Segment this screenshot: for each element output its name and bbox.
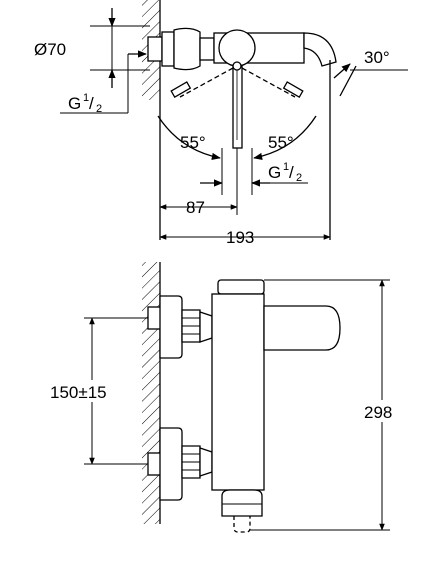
cap-nut-top (173, 27, 201, 71)
thread-bottom-sup: 1 (283, 161, 289, 173)
lever-angle-left-label: 55° (180, 133, 206, 152)
lever-angle-right-label: 55° (268, 133, 294, 152)
thread-bottom-prefix: G (268, 163, 281, 182)
lever-ghost-left-end (170, 81, 192, 98)
lever-pivot (232, 61, 242, 71)
lever-hub-top (218, 29, 256, 67)
eccentric-top (199, 37, 215, 61)
thread-left-sub: 2 (96, 103, 102, 115)
outlet-stub (233, 516, 251, 533)
thread-left-slash: / (89, 94, 94, 113)
diameter-label: Ø70 (34, 40, 66, 59)
lower-eccentric (199, 447, 213, 477)
wall-hatch-front (142, 262, 160, 524)
lower-rosette (159, 427, 183, 501)
dim-298-label: 298 (364, 403, 392, 422)
front-view (84, 262, 390, 533)
lever-ghost-right-end (282, 81, 304, 98)
spout-angle-arrow (333, 63, 351, 79)
dim-150-label: 150±15 (50, 383, 107, 402)
thread-left-label: G 1 / 2 (68, 92, 102, 115)
thread-left-sup: 1 (83, 92, 89, 104)
mixer-body-front (211, 293, 265, 491)
dim-298-label-bg (362, 400, 404, 422)
spout-angle-label: 30° (364, 48, 390, 67)
dim-87-label: 87 (186, 198, 205, 217)
spout-top (303, 32, 337, 67)
inlet-pipe-top (147, 36, 163, 62)
diverter-base (221, 489, 263, 517)
top-view (60, 0, 408, 240)
body-top-cap (217, 279, 265, 295)
spout-front (263, 305, 341, 351)
spout-angle-leg (339, 65, 357, 97)
thread-bottom-slash: / (289, 163, 294, 182)
upper-rosette (159, 295, 183, 359)
lever-ghost-right (241, 67, 296, 98)
lever-top (232, 65, 243, 149)
dim-150-label-bg (48, 380, 134, 402)
lever-ghost-left (179, 67, 234, 98)
angle-arc-right (253, 115, 317, 160)
upper-eccentric (199, 311, 213, 343)
thread-bottom-label: G 1 / 2 (268, 161, 302, 184)
dim-193-label: 193 (226, 228, 254, 247)
thread-left-prefix: G (68, 94, 81, 113)
angle-arc-left (157, 115, 221, 160)
thread-bottom-sub: 2 (296, 172, 302, 184)
nut-ring-top (161, 31, 175, 67)
